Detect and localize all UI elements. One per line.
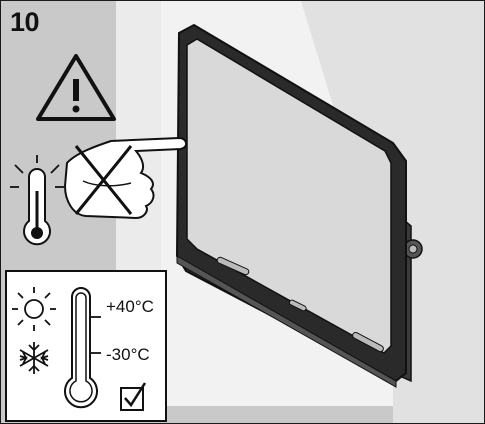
warning-triangle-icon bbox=[36, 54, 116, 121]
snowflake-icon bbox=[19, 342, 49, 374]
device-glass bbox=[186, 38, 392, 354]
device bbox=[175, 23, 423, 388]
max-temperature-label: +40°C bbox=[106, 297, 154, 316]
sun-icon bbox=[12, 287, 56, 331]
thermometer-icon bbox=[64, 287, 101, 409]
hot-thermometer-icon bbox=[10, 155, 64, 246]
no-touch-hand-icon bbox=[63, 136, 187, 220]
checkbox-checked-icon bbox=[120, 382, 147, 411]
step-number: 10 bbox=[10, 7, 40, 37]
min-temperature-label: -30°C bbox=[106, 345, 150, 364]
